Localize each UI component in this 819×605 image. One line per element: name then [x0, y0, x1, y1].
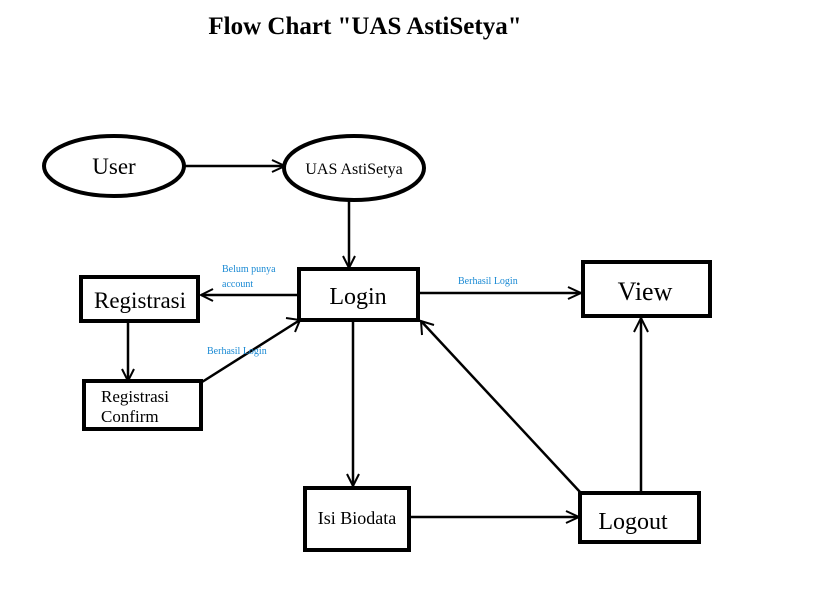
node-uas-astisetya: UAS AstiSetya — [282, 134, 426, 202]
edge-user-to-uas — [185, 159, 288, 173]
edge-login-to-isi-biodata — [346, 322, 360, 489]
node-login: Login — [297, 267, 420, 322]
node-view-label: View — [618, 277, 673, 306]
edge-logout-to-login — [419, 319, 581, 493]
node-registrasi-label: Registrasi — [94, 288, 186, 313]
edge-label-berhasil-login-right: Berhasil Login — [458, 276, 518, 287]
node-registrasi-confirm-line2: Confirm — [101, 407, 159, 426]
node-logout-label: Logout — [598, 509, 668, 535]
edge-isi-biodata-to-logout — [410, 510, 582, 524]
edge-label-berhasil-login-left: Berhasil Login — [207, 346, 267, 357]
diagram-title: Flow Chart "UAS AstiSetya" — [208, 13, 521, 40]
node-user-label: User — [92, 154, 136, 179]
node-isi-biodata: Isi Biodata — [303, 486, 411, 552]
edge-label-account: account — [222, 279, 253, 290]
node-login-label: Login — [329, 284, 386, 310]
edge-login-to-view — [420, 286, 584, 300]
node-user: User — [42, 134, 186, 198]
edge-registrasi-to-confirm — [121, 322, 135, 384]
node-view: View — [581, 260, 712, 318]
edge-uas-to-login — [342, 198, 356, 271]
node-registrasi: Registrasi — [79, 275, 200, 323]
node-registrasi-confirm-line1: Registrasi — [101, 387, 169, 406]
edge-label-belum-punya: Belum punya — [222, 264, 276, 275]
edge-login-to-registrasi — [198, 288, 298, 302]
node-isi-biodata-label: Isi Biodata — [318, 508, 397, 528]
node-logout: Logout — [578, 491, 701, 544]
node-uas-astisetya-label: UAS AstiSetya — [305, 161, 402, 178]
edge-logout-to-view — [633, 315, 649, 492]
node-registrasi-confirm: Registrasi Confirm — [82, 379, 203, 431]
